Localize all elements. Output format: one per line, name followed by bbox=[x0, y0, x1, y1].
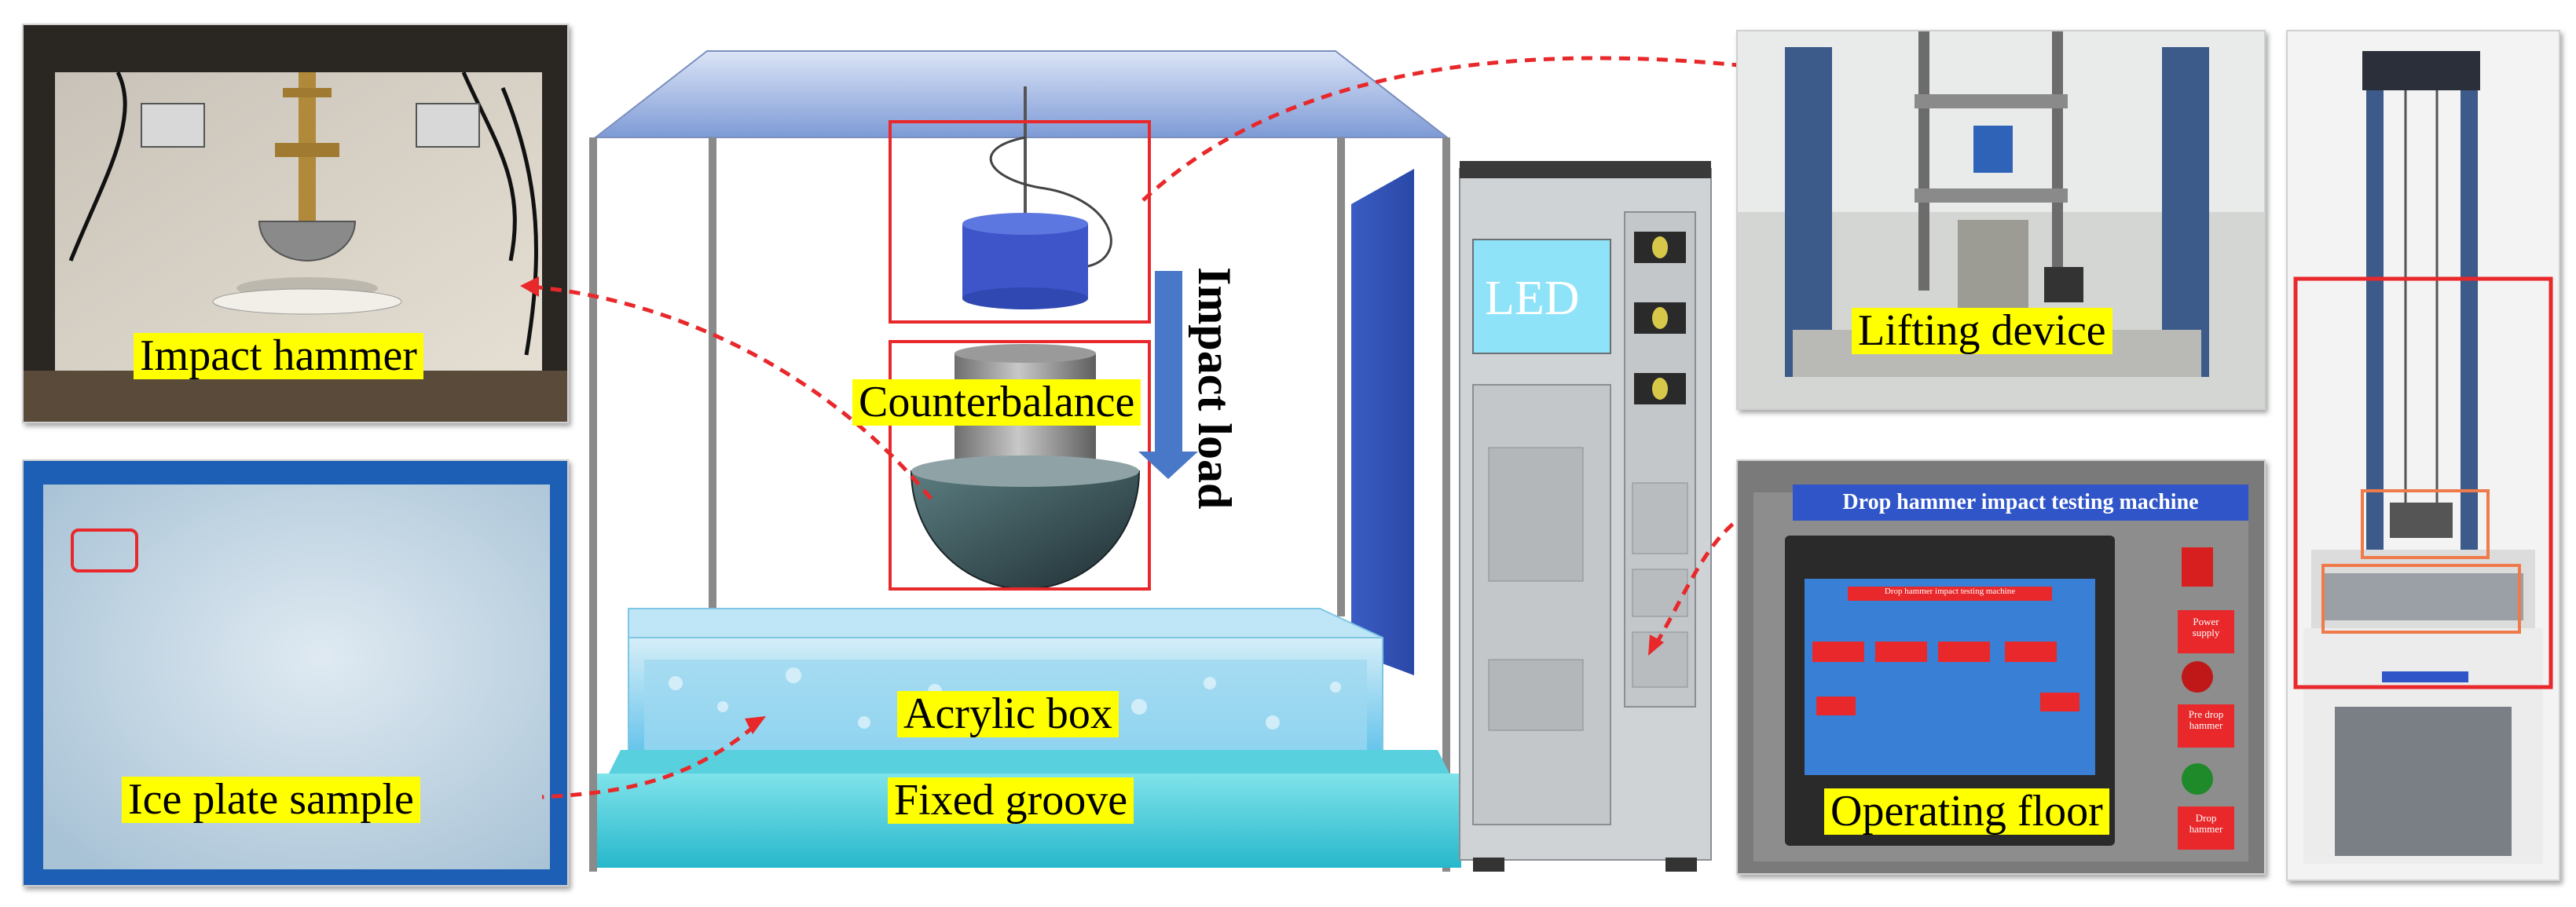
counterbalance-label: Counterbalance bbox=[852, 379, 1141, 426]
lifting-device-label: Lifting device bbox=[1852, 308, 2112, 354]
ice-plate-photo: Ice plate sample bbox=[22, 459, 569, 887]
frame-post-inner-left bbox=[709, 137, 716, 616]
frame-post-right bbox=[1442, 137, 1450, 872]
lifting-callout-box bbox=[889, 120, 1151, 324]
power-supply-button: Power supply bbox=[2192, 616, 2220, 639]
fixed-groove-top bbox=[609, 750, 1449, 774]
blue-door bbox=[1351, 169, 1414, 675]
frame-roof bbox=[593, 50, 1449, 138]
arrow-ice bbox=[541, 725, 756, 799]
impact-hammer-label: Impact hammer bbox=[134, 333, 423, 379]
impact-hammer-photo: Impact hammer bbox=[22, 24, 569, 423]
fixed-groove-label: Fixed groove bbox=[888, 777, 1134, 824]
frame-post-inner-right bbox=[1337, 137, 1345, 616]
full-machine-illustration bbox=[2288, 31, 2559, 880]
cabinet-meters bbox=[1634, 232, 1686, 404]
operating-floor-label: Operating floor bbox=[1824, 788, 2109, 835]
operating-floor-photo: Drop hammer impact testing machine Drop … bbox=[1736, 459, 2266, 875]
led-label: LED bbox=[1485, 272, 1580, 325]
lifting-device-illustration bbox=[1738, 31, 2264, 408]
hammer-dome bbox=[910, 470, 1141, 590]
acrylic-box-label: Acrylic box bbox=[897, 691, 1119, 737]
operating-screen-title: Drop hammer impact testing machine bbox=[1884, 587, 2016, 596]
drop-hammer-button: Drop hammer bbox=[2189, 812, 2223, 836]
lifting-device-photo: Lifting device bbox=[1736, 30, 2266, 410]
impact-load-label: Impact load bbox=[1189, 267, 1240, 510]
pre-drop-hammer-button: Pre drop hammer bbox=[2188, 708, 2224, 732]
frame-post-left bbox=[589, 137, 597, 872]
ice-plate-sample-label: Ice plate sample bbox=[122, 777, 420, 823]
impact-hammer-illustration bbox=[24, 25, 567, 422]
acrylic-box-top bbox=[628, 608, 1383, 638]
arrow-lifting bbox=[1141, 56, 1776, 202]
full-machine-photo bbox=[2286, 30, 2560, 881]
operating-panel-header: Drop hammer impact testing machine bbox=[1793, 485, 2248, 521]
weight-disk bbox=[962, 224, 1088, 298]
